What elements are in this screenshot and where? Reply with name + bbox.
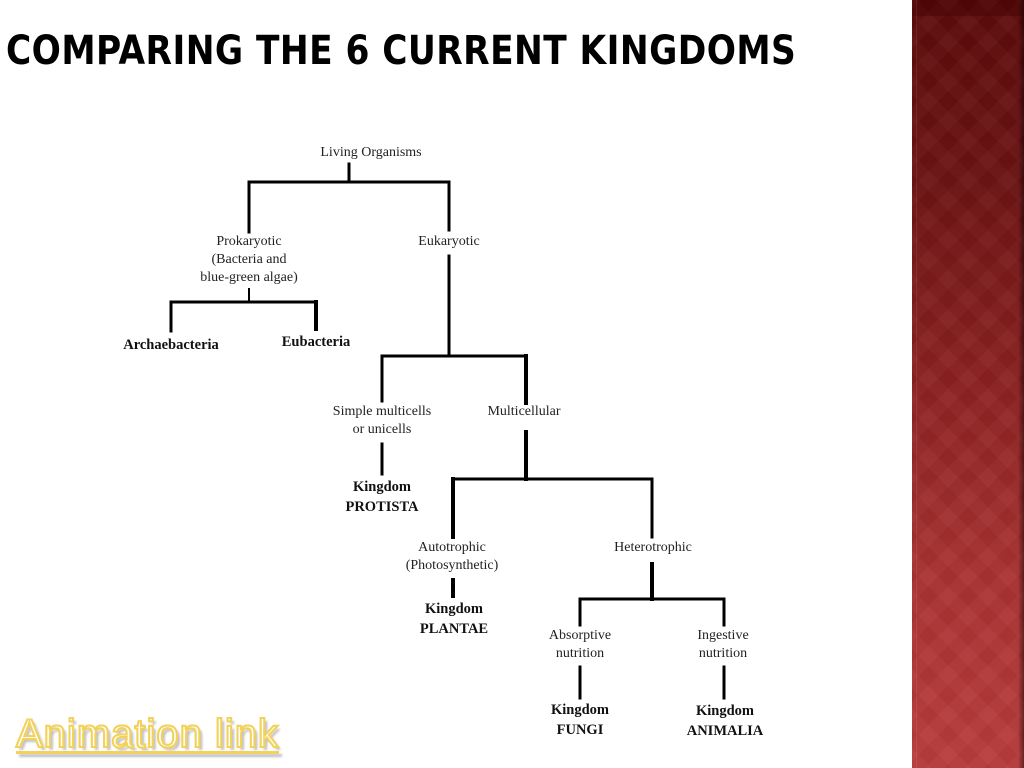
node-label: Simple multicells <box>332 404 432 419</box>
node-label: Kingdom <box>550 702 610 718</box>
node-label: Absorptive <box>548 628 612 643</box>
node-archaebacteria: Archaebacteria <box>123 336 219 354</box>
node-simple-multicells: Simple multicells or unicells <box>333 403 431 439</box>
node-kingdom-protista: Kingdom PROTISTA <box>345 478 418 516</box>
node-label: PROTISTA <box>345 499 419 515</box>
sidebar-top-band <box>912 0 1024 16</box>
node-label: Kingdom <box>424 601 483 617</box>
node-living-organisms: Living Organisms <box>320 144 421 162</box>
sidebar-inner-line <box>916 0 917 768</box>
node-absorptive-nutrition: Absorptive nutrition <box>549 627 611 663</box>
classification-tree-lines <box>169 162 726 700</box>
node-heterotrophic: Heterotrophic <box>614 539 692 557</box>
slide-title: COMPARING THE 6 CURRENT KINGDOMS <box>6 28 797 74</box>
node-label: PLANTAE <box>419 621 489 637</box>
node-label: Archaebacteria <box>123 337 219 353</box>
node-eukaryotic: Eukaryotic <box>418 233 479 251</box>
node-label: ANIMALIA <box>686 723 764 739</box>
node-eubacteria: Eubacteria <box>282 333 350 351</box>
node-label: Eukaryotic <box>418 234 480 249</box>
node-label: Heterotrophic <box>614 540 692 555</box>
node-label: Autotrophic <box>418 540 486 555</box>
node-label: Eubacteria <box>281 334 351 350</box>
node-autotrophic: Autotrophic (Photosynthetic) <box>406 539 499 575</box>
animation-link[interactable]: Animation link <box>15 711 280 757</box>
node-ingestive-nutrition: Ingestive nutrition <box>697 627 748 663</box>
node-label: Multicellular <box>487 404 561 419</box>
node-label: Living Organisms <box>320 145 422 160</box>
node-kingdom-plantae: Kingdom PLANTAE <box>420 600 488 638</box>
node-label: (Bacteria and <box>211 252 287 267</box>
node-label: nutrition <box>555 646 605 661</box>
node-label: Kingdom <box>695 703 754 719</box>
node-label: Prokaryotic <box>216 234 282 249</box>
decorative-sidebar <box>912 0 1024 768</box>
node-label: or unicells <box>352 422 412 437</box>
node-label: (Photosynthetic) <box>405 558 499 573</box>
sidebar-edge-shadow <box>1018 0 1024 768</box>
node-label: Ingestive <box>697 628 749 643</box>
node-multicellular: Multicellular <box>487 403 560 421</box>
node-kingdom-fungi: Kingdom FUNGI <box>551 701 609 739</box>
node-prokaryotic: Prokaryotic (Bacteria and blue-green alg… <box>200 233 298 287</box>
node-label: Kingdom <box>352 479 411 495</box>
node-kingdom-animalia: Kingdom ANIMALIA <box>687 702 764 740</box>
node-label: nutrition <box>698 646 748 661</box>
node-label: blue-green algae) <box>200 270 298 285</box>
node-label: FUNGI <box>556 722 604 738</box>
